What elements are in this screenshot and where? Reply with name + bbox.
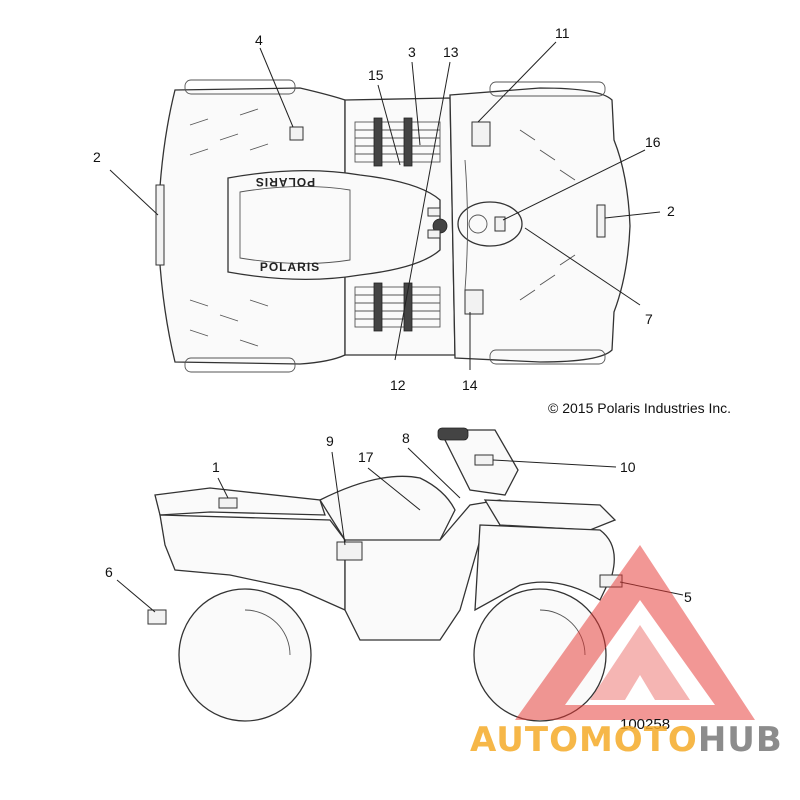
callout-4: 4 — [255, 32, 263, 48]
top-view-atv: POLARIS POLARIS — [155, 79, 631, 373]
decal-10 — [474, 454, 494, 466]
diagram-id: 100258 — [620, 716, 671, 733]
rear-rack — [154, 487, 326, 516]
front-rack — [483, 499, 617, 531]
callout-1: 1 — [212, 459, 220, 475]
callout-12: 12 — [390, 377, 406, 393]
decal-4 — [289, 126, 304, 141]
side-rear-fender — [159, 514, 346, 612]
rear-wheel-tread — [244, 609, 291, 656]
callout-labels: 2 4 3 13 15 11 16 2 7 12 14 1 9 17 8 10 … — [93, 25, 692, 605]
handlebar — [464, 159, 468, 291]
decal-14 — [464, 289, 484, 315]
footrest-upper — [354, 117, 441, 167]
callout-3: 3 — [408, 44, 416, 60]
instrument-pod — [457, 201, 523, 247]
callout-6: 6 — [105, 564, 113, 580]
callout-9: 9 — [326, 433, 334, 449]
callout-11: 11 — [555, 25, 570, 41]
decal-16 — [494, 216, 506, 232]
watermark-text: AUTOMOTOHUB — [470, 720, 783, 760]
tire-rear-top — [184, 79, 296, 95]
decal-12 — [427, 207, 441, 217]
callout-15: 15 — [368, 67, 384, 83]
watermark-text-part1: AUTOMOTO — [470, 720, 698, 760]
decal-2-front — [596, 204, 606, 238]
callout-7: 7 — [645, 311, 653, 327]
decal-1 — [218, 497, 238, 509]
tire-front-top — [489, 81, 606, 97]
callout-2-front: 2 — [667, 203, 675, 219]
rear-wheel — [178, 588, 312, 722]
callout-13: 13 — [443, 44, 459, 60]
tire-rear-bottom — [184, 357, 296, 373]
callout-8: 8 — [402, 430, 410, 446]
decal-2-rear — [155, 184, 165, 266]
polaris-decal-top: POLARIS — [255, 175, 315, 189]
callout-5: 5 — [684, 589, 692, 605]
top-leader-lines — [109, 41, 661, 370]
callout-16: 16 — [645, 134, 661, 150]
callout-17: 17 — [358, 449, 374, 465]
handlebar-grip — [437, 427, 469, 441]
tire-front-bottom — [489, 349, 606, 365]
decal-11 — [471, 121, 491, 147]
watermark-text-part2: HUB — [697, 720, 783, 760]
watermark-triangle — [515, 545, 755, 720]
watermark-logo — [515, 545, 755, 720]
front-fender — [449, 87, 631, 363]
decal-12b — [427, 229, 441, 239]
side-front-fender — [474, 524, 615, 612]
gas-cap-inner — [468, 214, 488, 234]
decal-6 — [147, 609, 167, 625]
decal-9 — [336, 541, 363, 561]
footrest-lower — [354, 282, 441, 332]
seat-inner — [239, 185, 351, 265]
copyright-text: © 2015 Polaris Industries Inc. — [548, 400, 732, 416]
callout-14: 14 — [462, 377, 478, 393]
seat — [227, 170, 441, 280]
polaris-decal-bottom: POLARIS — [260, 260, 320, 274]
fender-slots — [189, 108, 576, 347]
callout-2-rear: 2 — [93, 149, 101, 165]
callout-10: 10 — [620, 459, 636, 475]
